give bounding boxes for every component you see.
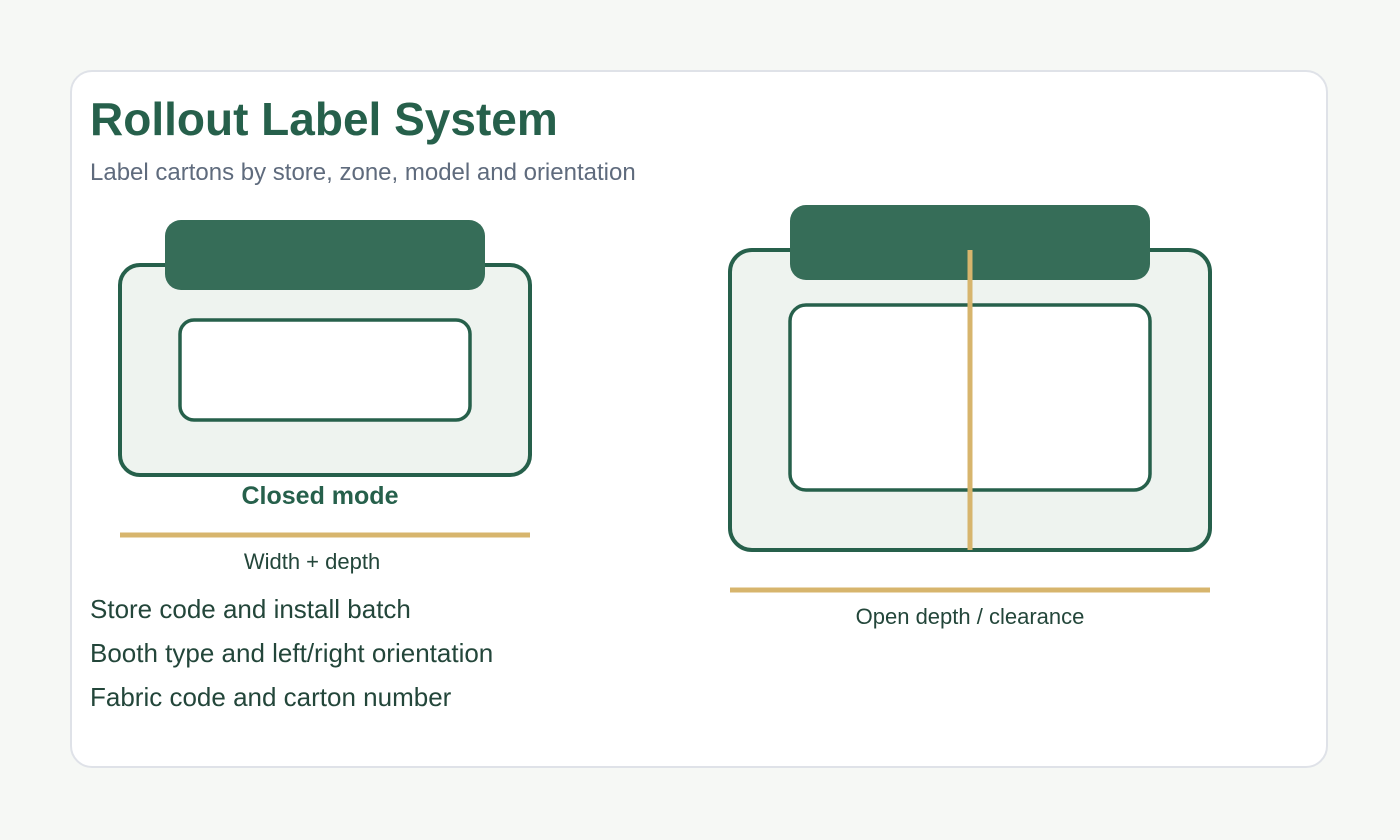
list-item: Fabric code and carton number [90,682,452,712]
page-subtitle: Label cartons by store, zone, model and … [90,159,636,186]
label-field-list: Store code and install batch Booth type … [90,594,493,726]
open-dimension-label: Open depth / clearance [856,604,1085,629]
closed-mode-caption: Closed mode [242,482,399,510]
closed-inner-window [178,318,472,422]
open-top-header [790,205,1150,280]
list-item: Store code and install batch [90,594,411,624]
list-item: Booth type and left/right orientation [90,638,494,668]
open-mode-illustration [728,205,1212,552]
closed-top-header [165,220,485,290]
closed-dimension-label: Width + depth [244,549,380,574]
closed-mode-illustration [118,220,532,477]
page-title: Rollout Label System [90,93,558,145]
